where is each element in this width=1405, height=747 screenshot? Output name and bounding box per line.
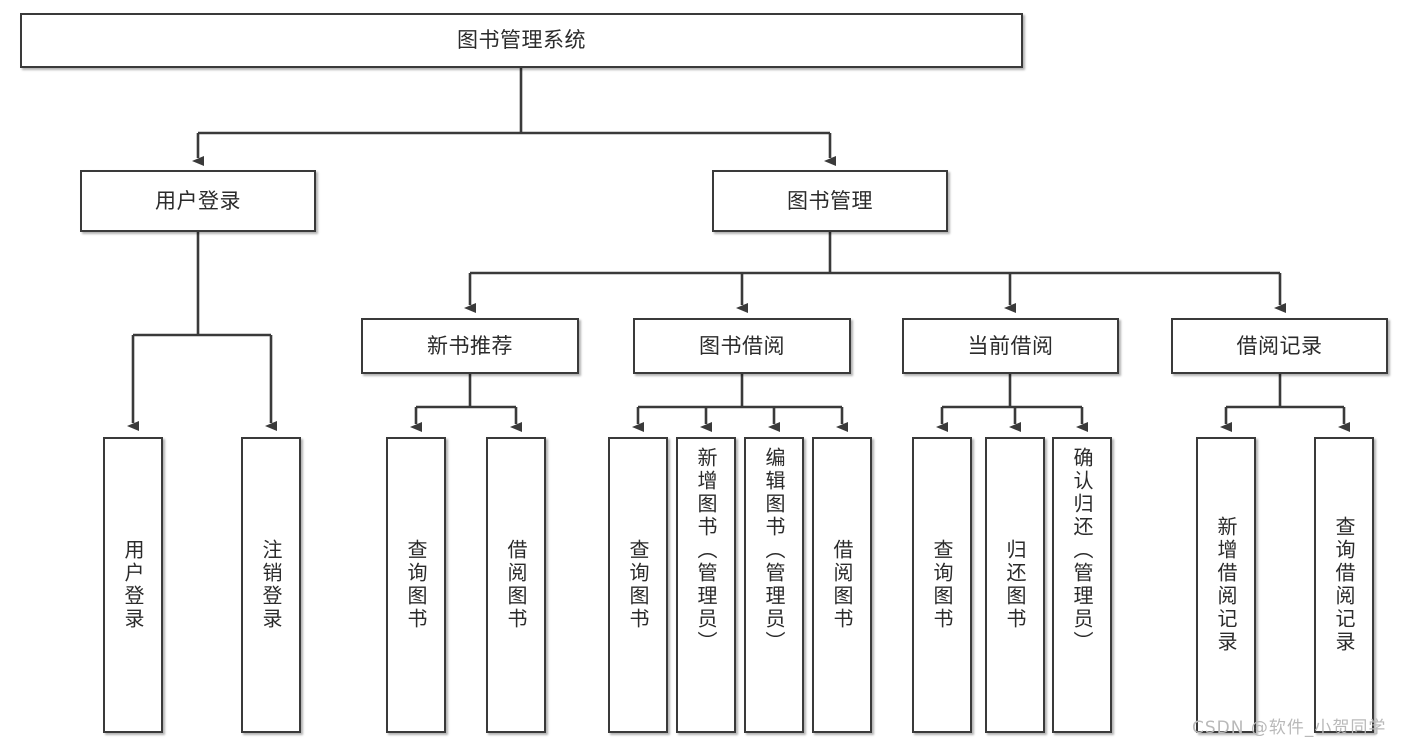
node-book-manage[interactable]: 图书管理: [712, 170, 948, 232]
node-label: 新增图书（管理员）: [694, 447, 718, 654]
node-label: 图书管理系统: [457, 28, 586, 53]
node-leaf-query-book-2[interactable]: 查询图书: [608, 437, 668, 733]
node-label: 新书推荐: [427, 333, 513, 358]
node-leaf-add-record[interactable]: 新增借阅记录: [1196, 437, 1256, 733]
node-label: 查询图书: [626, 539, 650, 631]
node-current-borrow[interactable]: 当前借阅: [902, 318, 1119, 374]
csdn-watermark: CSDN @软件_小贺同学: [1192, 718, 1387, 738]
node-label: 注销登录: [259, 539, 283, 631]
node-label: 编辑图书（管理员）: [762, 447, 786, 654]
node-leaf-add-book[interactable]: 新增图书（管理员）: [676, 437, 736, 733]
node-leaf-query-book-3[interactable]: 查询图书: [912, 437, 972, 733]
node-book-borrow[interactable]: 图书借阅: [633, 318, 851, 374]
node-leaf-user-login[interactable]: 用户登录: [103, 437, 163, 733]
node-label: 当前借阅: [967, 333, 1054, 358]
node-label: 新增借阅记录: [1214, 516, 1238, 654]
node-leaf-user-logout[interactable]: 注销登录: [241, 437, 301, 733]
node-label: 用户登录: [121, 539, 145, 631]
node-leaf-confirm-return[interactable]: 确认归还（管理员）: [1052, 437, 1112, 733]
node-root-system[interactable]: 图书管理系统: [20, 13, 1023, 68]
node-leaf-borrow-book-2[interactable]: 借阅图书: [812, 437, 872, 733]
node-leaf-borrow-book-1[interactable]: 借阅图书: [486, 437, 546, 733]
node-label: 查询图书: [930, 539, 954, 631]
node-new-book-recommend[interactable]: 新书推荐: [361, 318, 579, 374]
node-leaf-query-book-1[interactable]: 查询图书: [386, 437, 446, 733]
node-label: 图书借阅: [699, 333, 785, 358]
node-label: 确认归还（管理员）: [1070, 447, 1094, 654]
node-leaf-edit-book[interactable]: 编辑图书（管理员）: [744, 437, 804, 733]
node-label: 用户登录: [155, 188, 241, 213]
node-label: 查询借阅记录: [1332, 516, 1356, 654]
node-label: 图书管理: [787, 188, 873, 213]
node-label: 查询图书: [404, 539, 428, 631]
node-label: 归还图书: [1003, 539, 1027, 631]
node-leaf-return-book[interactable]: 归还图书: [985, 437, 1045, 733]
node-label: 借阅图书: [504, 539, 528, 631]
node-label: 借阅图书: [830, 539, 854, 631]
node-leaf-query-record[interactable]: 查询借阅记录: [1314, 437, 1374, 733]
node-user-login[interactable]: 用户登录: [80, 170, 316, 232]
node-borrow-record[interactable]: 借阅记录: [1171, 318, 1388, 374]
node-label: 借阅记录: [1236, 333, 1323, 358]
